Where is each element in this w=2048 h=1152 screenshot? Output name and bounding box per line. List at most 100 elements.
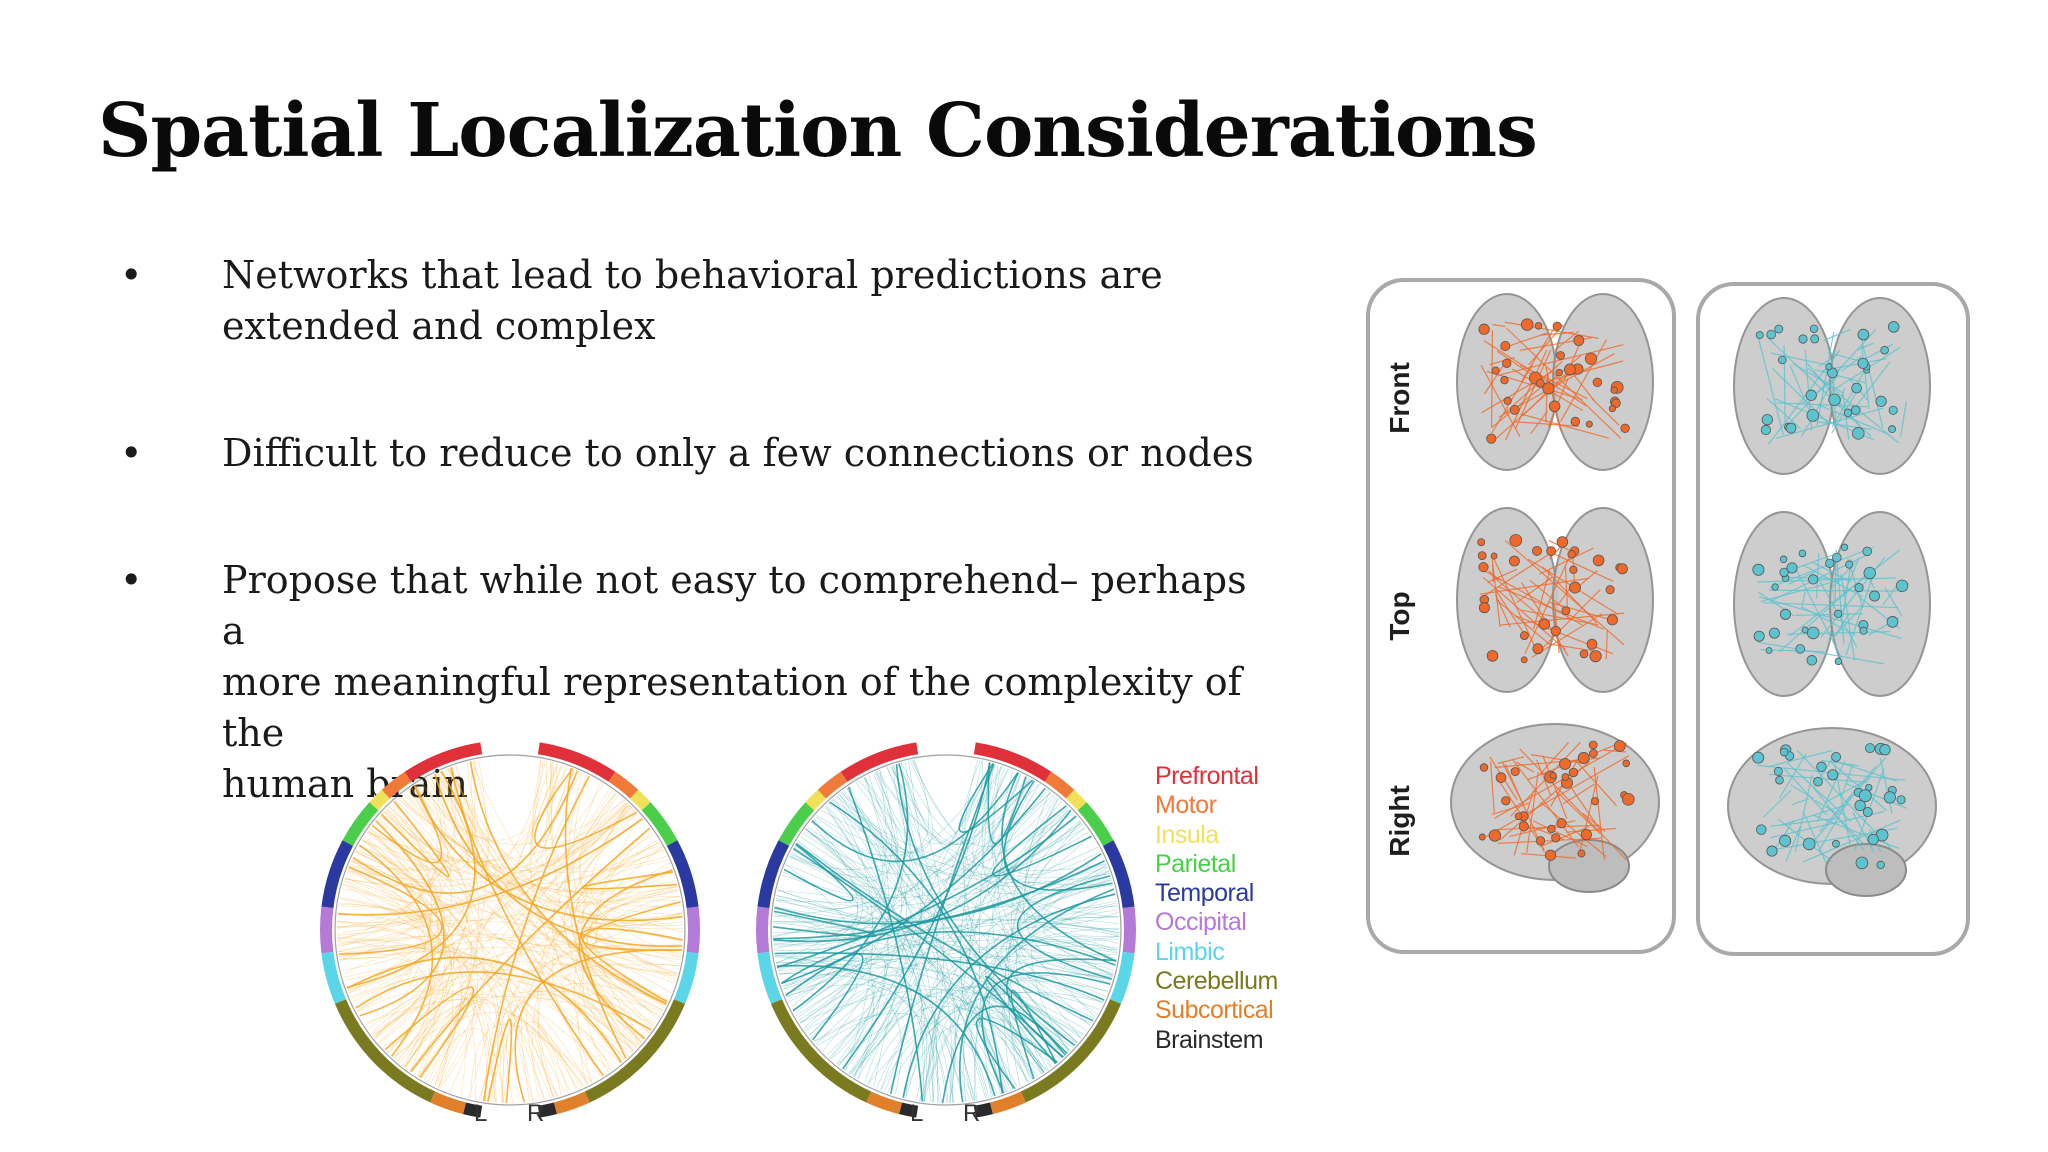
node-marker <box>1880 345 1889 355</box>
connection-chord <box>825 805 948 1104</box>
region-arc <box>973 742 1052 782</box>
node-marker <box>1786 562 1798 574</box>
connection-chord <box>580 927 683 1003</box>
connection-line <box>1840 573 1856 661</box>
node-marker <box>1779 555 1788 564</box>
connection-chord <box>1031 860 1105 1053</box>
connection-chord <box>776 895 1004 1094</box>
legend-item-parietal: Parietal <box>1155 849 1236 878</box>
connection-line <box>1504 539 1625 646</box>
connection-chord <box>842 762 991 1070</box>
connection-chord <box>339 898 664 1011</box>
connection-chord <box>963 939 1118 1102</box>
node-marker <box>1857 357 1869 369</box>
node-marker <box>1518 821 1529 832</box>
node-marker <box>1801 626 1809 634</box>
connection-chord <box>804 765 911 1030</box>
connection-chord <box>570 839 683 925</box>
connection-line <box>1605 630 1608 660</box>
connection-line <box>1792 363 1844 394</box>
connection-chord <box>773 879 1112 932</box>
connection-chord <box>852 870 1109 1076</box>
node-marker <box>1895 579 1909 593</box>
connection-chord <box>772 879 1112 934</box>
connection-line <box>1814 799 1840 816</box>
connection-line <box>1492 556 1538 651</box>
connection-chord <box>470 1024 593 1099</box>
hemisphere-shape <box>1552 293 1654 471</box>
connection-chord <box>780 930 1116 984</box>
connection-chord <box>337 921 612 1071</box>
connection-chord <box>404 768 574 869</box>
connection-chord <box>411 787 592 1083</box>
connection-chord <box>346 770 476 989</box>
region-arc <box>666 840 699 909</box>
connection-chord <box>775 788 884 909</box>
connection-chord <box>417 767 479 1077</box>
bullet-text: Networks that lead to behavioral predict… <box>222 253 1163 348</box>
node-marker <box>1556 818 1567 829</box>
connection-line <box>1492 576 1546 621</box>
connection-chord <box>793 816 1078 1012</box>
connection-chord <box>849 786 1089 876</box>
connection-chord <box>337 921 462 1081</box>
connection-chord <box>345 829 422 904</box>
node-marker <box>1577 849 1586 858</box>
connection-chord <box>810 948 1115 1039</box>
connection-chord <box>336 767 456 929</box>
node-marker <box>1555 368 1563 377</box>
node-marker <box>1532 545 1542 556</box>
node-marker <box>1854 583 1864 593</box>
connection-line <box>1861 344 1870 409</box>
connection-line <box>1852 812 1874 852</box>
connection-chord <box>797 798 887 896</box>
connection-line <box>1489 356 1515 366</box>
connection-chord <box>986 762 1112 895</box>
connection-chord <box>591 860 684 933</box>
connection-line <box>1539 741 1570 775</box>
node-marker <box>1862 807 1873 817</box>
connection-chord <box>344 810 636 887</box>
connection-chord <box>337 809 635 945</box>
connection-chord <box>358 844 434 1057</box>
node-marker <box>1851 382 1862 394</box>
connection-chord <box>336 850 664 928</box>
connection-chord <box>908 761 924 859</box>
connection-chord <box>867 892 1116 1085</box>
connection-line <box>1758 641 1885 665</box>
connection-chord <box>374 978 634 1053</box>
node-marker <box>1831 752 1842 762</box>
node-marker <box>1854 799 1866 812</box>
node-marker <box>1798 549 1807 558</box>
connection-chord <box>564 768 627 1059</box>
connection-chord <box>847 786 924 1102</box>
connection-chord <box>785 864 874 1077</box>
connection-chord <box>794 827 1086 1014</box>
connection-chord <box>467 762 667 1006</box>
node-marker <box>1479 763 1489 772</box>
node-marker <box>1865 743 1875 754</box>
connection-line <box>1548 601 1614 622</box>
connection-line <box>1841 764 1854 797</box>
bullet-item: • Difficult to reduce to only a few conn… <box>120 428 1280 479</box>
connection-chord <box>392 802 485 1089</box>
connection-chord <box>410 766 567 862</box>
connection-chord <box>923 956 1114 1102</box>
connection-line <box>1879 757 1893 814</box>
connection-chord <box>805 828 994 1097</box>
node-marker <box>1510 767 1520 777</box>
connection-line <box>1816 553 1820 599</box>
connection-line <box>1491 382 1547 428</box>
connection-chord <box>437 829 652 1088</box>
node-marker <box>1852 427 1865 440</box>
node-marker <box>1810 334 1820 344</box>
connection-chord <box>581 886 678 1016</box>
region-arc <box>805 789 826 811</box>
connection-chord <box>343 967 412 1012</box>
connection-line <box>1530 410 1549 434</box>
connection-chord <box>367 831 641 1045</box>
connection-chord <box>370 827 589 1085</box>
node-marker <box>1779 567 1789 578</box>
node-marker <box>1752 563 1765 576</box>
node-marker <box>1532 643 1544 655</box>
